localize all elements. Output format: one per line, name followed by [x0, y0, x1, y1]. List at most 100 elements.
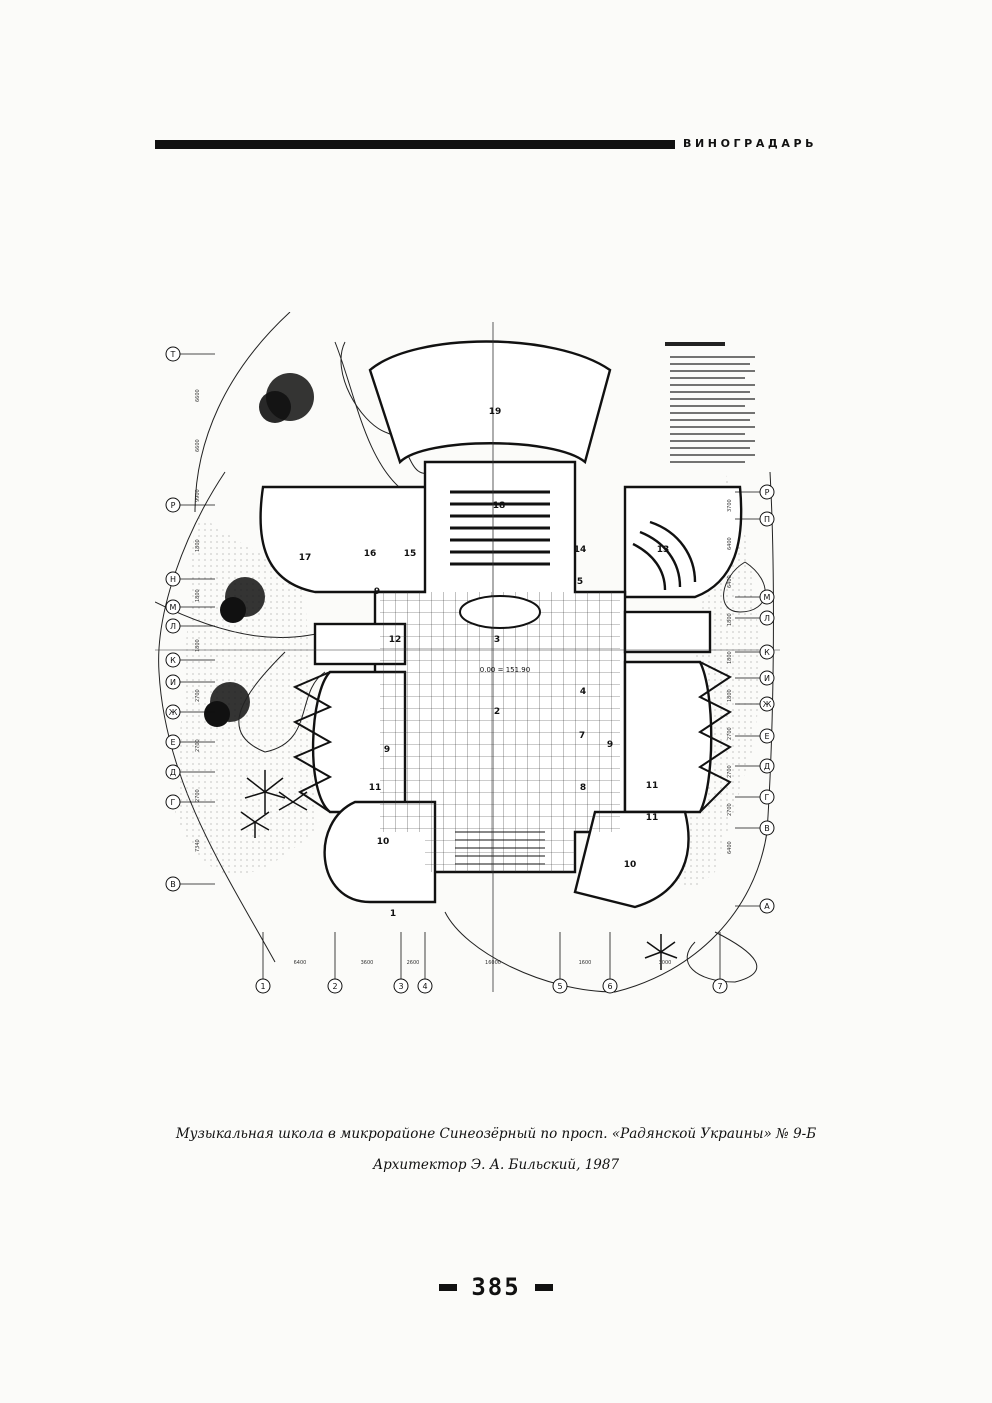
svg-text:6: 6	[607, 982, 612, 991]
room-label-17: 17	[299, 553, 312, 563]
folio-dash-right	[534, 1283, 553, 1291]
room-label-3: 3	[494, 635, 500, 645]
axis-bubble-left: Ж	[165, 704, 215, 720]
svg-text:1: 1	[260, 982, 265, 991]
dimension-left: 2700	[195, 789, 201, 802]
dimension-bottom: 2600	[407, 960, 420, 966]
figure-caption: Музыкальная школа в микрорайоне Синеозёр…	[175, 1126, 817, 1142]
axis-bubble-bottom: 1	[255, 932, 271, 994]
room-label-8: 8	[580, 783, 586, 793]
figure-credit: Архитектор Э. А. Бильский, 1987	[372, 1157, 620, 1173]
svg-text:В: В	[764, 824, 770, 833]
axis-bubble-left: Д	[165, 764, 215, 780]
tree-icon	[204, 373, 314, 727]
svg-text:И: И	[170, 678, 176, 687]
dimension-right: 3700	[727, 499, 733, 512]
axis-bubble-left: К	[165, 652, 215, 668]
page-folio: 385	[0, 1273, 992, 1301]
svg-text:Р: Р	[171, 501, 176, 510]
axis-bubble-left: Е	[165, 734, 215, 750]
room-label-5: 5	[577, 577, 583, 587]
svg-text:К: К	[764, 648, 770, 657]
svg-text:М: М	[170, 603, 177, 612]
room-label-11a: 11	[369, 783, 382, 793]
axis-bubble-bottom: 5	[552, 932, 568, 994]
axis-bubble-left: И	[165, 674, 215, 690]
dimension-left: 6600	[195, 389, 201, 402]
room-label-11b: 11	[646, 781, 659, 791]
axis-bubble-bottom: 6	[602, 932, 618, 994]
room-label-9b: 9	[384, 745, 390, 755]
axis-bubble-left: Л	[165, 618, 215, 634]
axis-bubble-left: Н	[165, 571, 215, 587]
elevation-mark: 0.00 = 151.90	[480, 666, 530, 674]
axis-bubble-right: А	[735, 898, 775, 914]
dimension-left: 6600	[195, 439, 201, 452]
dimension-right: 2700	[727, 727, 733, 740]
room-label-9c: 9	[607, 740, 613, 750]
room-label-13: 13	[657, 545, 670, 555]
svg-text:Ж: Ж	[169, 708, 178, 717]
svg-text:Н: Н	[170, 575, 176, 584]
page-number: 385	[471, 1273, 521, 1301]
axis-bubble-left: В	[165, 876, 215, 892]
legend-block	[665, 342, 755, 463]
svg-text:Л: Л	[170, 622, 176, 631]
dimension-left: 2700	[195, 689, 201, 702]
axis-bubble-right: В	[735, 820, 775, 836]
svg-text:М: М	[764, 593, 771, 602]
axis-bubble-right: Г	[735, 789, 775, 805]
svg-text:Ж: Ж	[763, 700, 772, 709]
axis-bubble-bottom: 7	[712, 932, 728, 994]
room-label-12: 12	[389, 635, 402, 645]
axis-bubble-right: Д	[735, 758, 775, 774]
dimension-right: 1800	[727, 689, 733, 702]
svg-text:Д: Д	[764, 762, 770, 771]
palm-icon	[240, 770, 678, 970]
dimension-right: 6400	[727, 537, 733, 550]
axis-bubble-left: Г	[165, 794, 215, 810]
svg-text:7: 7	[717, 982, 722, 991]
room-label-11c: 11	[646, 813, 659, 823]
axis-bubble-bottom: 2	[327, 932, 343, 994]
dimension-bottom: 6400	[294, 960, 307, 966]
dimension-left: 7340	[195, 839, 201, 852]
room-label-18: 18	[493, 501, 506, 511]
svg-text:Л: Л	[764, 614, 770, 623]
room-label-14: 14	[574, 545, 587, 555]
room-label-15: 15	[404, 549, 417, 559]
room-label-9a: 9	[374, 587, 380, 597]
dimension-right: 2700	[727, 803, 733, 816]
svg-text:2: 2	[332, 982, 337, 991]
running-header-title: ВИНОГРАДАРЬ	[683, 137, 818, 150]
svg-text:Е: Е	[764, 732, 769, 741]
dimension-left: 9900	[195, 489, 201, 502]
axis-bubble-right: К	[735, 644, 775, 660]
dimension-left: 1800	[195, 589, 201, 602]
dimension-right: 2700	[727, 765, 733, 778]
room-label-16: 16	[364, 549, 377, 559]
svg-text:А: А	[764, 902, 770, 911]
svg-text:Е: Е	[170, 738, 175, 747]
axis-bubble-right: Е	[735, 728, 775, 744]
auditorium-seats	[450, 490, 550, 566]
room-label-4: 4	[580, 687, 586, 697]
dimension-right: 6400	[727, 575, 733, 588]
svg-text:Г: Г	[765, 793, 770, 802]
folio-dash-left	[439, 1283, 458, 1291]
floor-plan-svg: 19 18 17 16 15 14 13 12 9 9 9 5 4 3 2 1 …	[155, 312, 780, 994]
axis-bubble-right: Л	[735, 610, 775, 626]
axis-bubble-right: Р	[735, 484, 775, 500]
room-label-1: 1	[390, 909, 396, 919]
axis-bubble-right: Ж	[735, 696, 775, 712]
svg-text:Д: Д	[170, 768, 176, 777]
axis-bubble-right: П	[735, 511, 775, 527]
dimension-left: 1800	[195, 639, 201, 652]
dimension-left: 2700	[195, 739, 201, 752]
